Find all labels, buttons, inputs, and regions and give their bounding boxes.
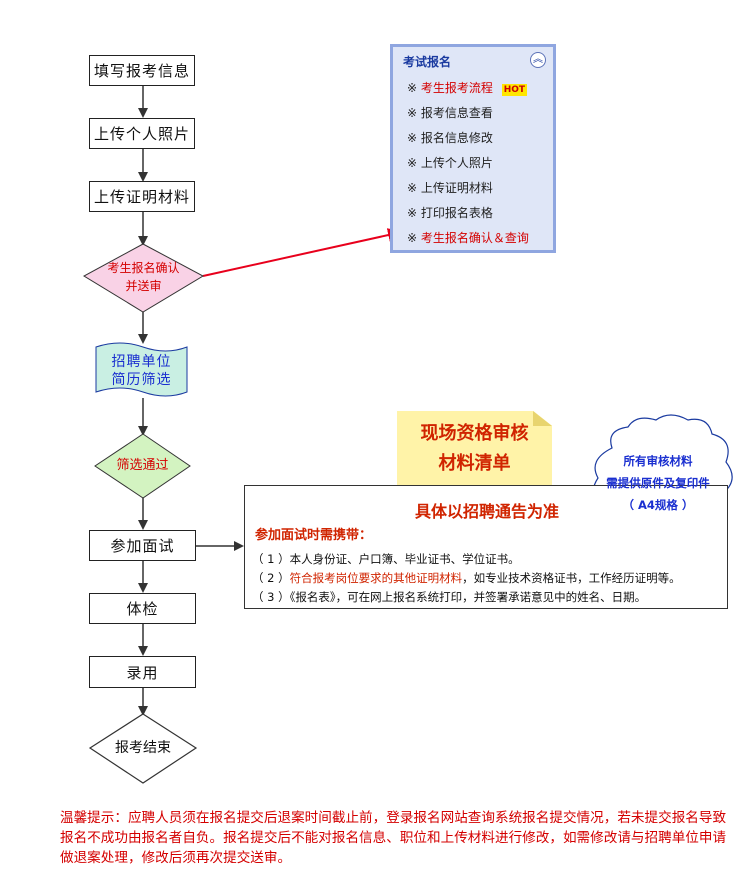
step-interview: 参加面试 (89, 530, 196, 561)
end-label: 报考结束 (115, 740, 171, 756)
panel-title: 考试报名 (403, 55, 452, 69)
exam-registration-panel: 考试报名 ︽ ※ 考生报考流程 HOT ※ 报考信息查看 ※ 报名信息修改 ※ … (390, 44, 556, 253)
screening-label-line1: 招聘单位 (111, 354, 172, 370)
requirement-item-3: （ 3 ）《报名表》，可在网上报名系统打印，并签署承诺意见中的姓名、日期。 (252, 590, 647, 604)
hot-badge: HOT (501, 84, 528, 96)
panel-item-label: 打印报名表格 (420, 206, 493, 220)
confirm-label-line1: 考生报名确认 (107, 261, 180, 275)
panel-item-confirm-query[interactable]: ※ 考生报名确认＆查询 (407, 229, 529, 246)
step-hire: 录用 (89, 656, 196, 688)
requirements-subtitle: 参加面试时需携带： (255, 528, 373, 543)
note-line1: 现场资格审核 (420, 423, 529, 444)
panel-item-registration-process[interactable]: ※ 考生报考流程 HOT (407, 79, 528, 96)
requirement-item-2-rest: ，如专业技术资格证书，工作经历证明等。 (462, 571, 681, 585)
bullet-icon: ※ (407, 231, 418, 245)
panel-item-upload-materials[interactable]: ※ 上传证明材料 (407, 179, 493, 196)
panel-item-label: 上传证明材料 (420, 181, 493, 195)
requirements-title: 具体以招聘通告为准 (414, 502, 559, 521)
cloud-line2: 需提供原件及复印件 (606, 476, 710, 490)
requirement-item-1: （ 1 ）本人身份证、户口簿、毕业证书、学位证书。 (252, 552, 520, 566)
cloud-line1: 所有审核材料 (623, 454, 693, 468)
cloud-text: 所有审核材料 需提供原件及复印件 （ A4规格 ） (590, 450, 726, 516)
footer-tip: 温馨提示：应聘人员须在报名提交后退案时间截止前，登录报名网站查询系统报名提交情况… (60, 810, 727, 866)
bullet-icon: ※ (407, 181, 418, 195)
screening-document-shape (95, 342, 188, 397)
panel-item-modify-info[interactable]: ※ 报名信息修改 (407, 129, 493, 146)
cloud-line3: （ A4规格 ） (622, 498, 694, 512)
end-diamond (88, 713, 198, 784)
bullet-icon: ※ (407, 81, 418, 95)
panel-item-label: 报名信息修改 (420, 131, 493, 145)
chevron-up-icon[interactable]: ︽ (530, 52, 546, 68)
note-line2: 材料清单 (438, 453, 511, 474)
requirement-item-2: （ 2 ）符合报考岗位要求的其他证明材料，如专业技术资格证书，工作经历证明等。 (252, 570, 681, 586)
requirement-item-2-highlight: 符合报考岗位要求的其他证明材料 (289, 571, 463, 585)
bullet-icon: ※ (407, 206, 418, 220)
bullet-icon: ※ (407, 131, 418, 145)
panel-item-print-form[interactable]: ※ 打印报名表格 (407, 204, 493, 221)
screening-label: 招聘单位 简历筛选 (96, 352, 187, 390)
bullet-icon: ※ (407, 106, 418, 120)
confirm-label-line2: 并送审 (125, 279, 162, 293)
panel-item-view-info[interactable]: ※ 报考信息查看 (407, 104, 493, 121)
step-physical-exam: 体检 (89, 593, 196, 624)
step-fill-info: 填写报考信息 (89, 55, 195, 86)
interview-requirements-box: 具体以招聘通告为准 参加面试时需携带： （ 1 ）本人身份证、户口簿、毕业证书、… (244, 485, 728, 609)
confirm-label: 考生报名确认 并送审 (84, 261, 203, 293)
panel-item-label: 报考信息查看 (420, 106, 493, 120)
step-upload-photo: 上传个人照片 (89, 118, 195, 149)
panel-item-label: 上传个人照片 (420, 156, 493, 170)
panel-item-label: 考生报名确认＆查询 (420, 231, 529, 245)
pass-label: 筛选通过 (116, 458, 169, 473)
onsite-review-note: 现场资格审核 材料清单 (397, 411, 552, 485)
screening-label-line2: 简历筛选 (111, 372, 172, 388)
panel-item-label: 考生报考流程 (420, 81, 493, 95)
pass-diamond (94, 433, 191, 499)
requirement-item-2-prefix: （ 2 ） (252, 571, 290, 585)
panel-item-upload-photo[interactable]: ※ 上传个人照片 (407, 154, 493, 171)
confirm-diamond (82, 243, 205, 313)
red-arrow-confirm-to-panel (202, 228, 404, 277)
step-upload-materials: 上传证明材料 (89, 181, 195, 212)
bullet-icon: ※ (407, 156, 418, 170)
